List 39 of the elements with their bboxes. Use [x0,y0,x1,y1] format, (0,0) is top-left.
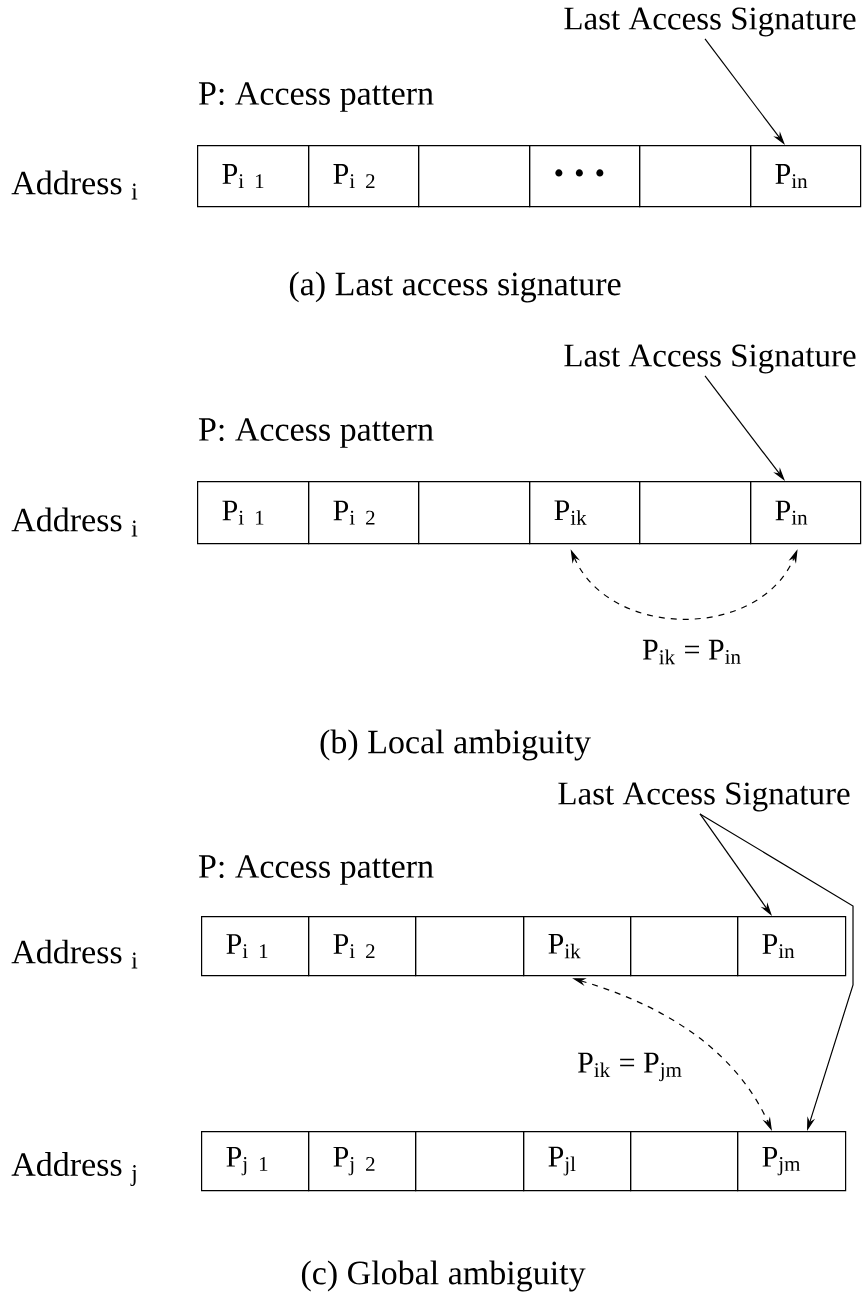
pattern-cell: P$_{j 2}$ [308,1131,417,1192]
row-label: Address $_{i}$ [11,507,138,537]
caption: (a) Last access signature [289,271,621,303]
annotation-text: Last Access Signature [564,344,856,374]
pattern-cell: • • • [529,145,641,208]
pattern-cell: P$_{jl}$ [523,1131,632,1192]
empty-cell [639,145,752,208]
empty-cell [415,1131,525,1192]
pattern-cell: P$_{i 2}$ [308,145,420,208]
pattern-cell: P$_{i 1}$ [201,916,310,977]
caption: (c) Global ambiguity [301,1260,586,1292]
row-label: Address $_{j}$ [11,1152,136,1186]
annotation-text: Last Access Signature [558,782,850,812]
empty-cell [639,481,752,545]
pattern-cell: P$_{i 2}$ [308,916,417,977]
pattern-cell: P$_{ik}$ [523,916,632,977]
empty-cell [418,481,531,545]
pattern-cell: P$_{i 1}$ [197,481,310,545]
heading-text: P: Access pattern [198,82,434,112]
pattern-cell: P$_{i 1}$ [197,145,310,208]
row-label: Address $_{i}$ [11,939,138,969]
pattern-cell: P$_{jm}$ [737,1131,847,1192]
edge-label: P$_{ik}$ = P$_{in}$ [638,635,746,669]
empty-cell [415,916,525,977]
annotation-text: Last Access Signature [564,7,856,37]
pattern-cell: P$_{i 2}$ [308,481,420,545]
pattern-cell: P$_{in}$ [750,481,862,545]
heading-text: P: Access pattern [198,418,434,448]
pattern-cell: P$_{in}$ [737,916,847,977]
row-label: Address $_{i}$ [11,170,138,200]
empty-cell [418,145,531,208]
caption: (b) Local ambiguity [320,729,591,761]
pattern-cell: P$_{j 1}$ [201,1131,310,1192]
heading-text: P: Access pattern [198,855,434,885]
empty-cell [630,1131,739,1192]
pattern-cell: P$_{ik}$ [529,481,641,545]
edge-label: P$_{ik}$ = P$_{jm}$ [573,1048,687,1086]
empty-cell [630,916,739,977]
pattern-cell: P$_{in}$ [750,145,862,208]
